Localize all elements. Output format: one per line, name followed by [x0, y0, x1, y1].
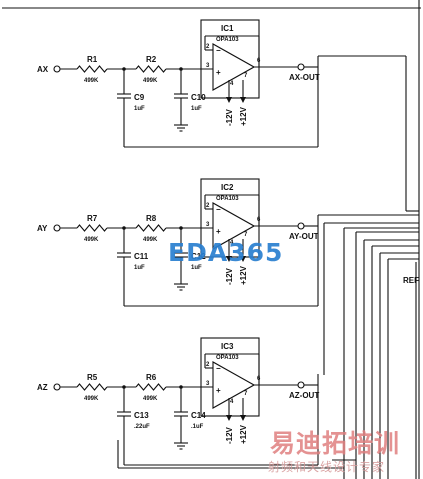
capacitor-1-label: C9 — [134, 93, 145, 102]
resistor-1-label: R5 — [87, 373, 98, 382]
capacitor-1-label: C11 — [134, 252, 149, 261]
plus-sign: + — [216, 227, 221, 236]
output-label: AZ-OUT — [289, 391, 319, 400]
pin-v1: 4 — [230, 81, 234, 87]
resistor-1-value: 499K — [84, 78, 99, 84]
resistor-1 — [76, 224, 108, 232]
resistor-2-value: 499K — [143, 78, 158, 84]
opamp-triangle — [212, 43, 256, 91]
resistor-2 — [135, 224, 167, 232]
resistor-2 — [135, 383, 167, 391]
supply-positive-label: +12V — [239, 424, 248, 444]
pin-v1: 4 — [230, 399, 234, 405]
supply-negative-arrow — [226, 415, 232, 421]
capacitor-2-value: 1uF — [191, 106, 202, 112]
input-terminal — [53, 383, 61, 391]
resistor-1-value: 499K — [84, 396, 99, 402]
supply-negative-arrow — [226, 97, 232, 103]
ic-label: IC3 — [221, 342, 234, 351]
supply-negative-label: -12V — [225, 108, 234, 126]
resistor-2-label: R6 — [146, 373, 157, 382]
resistor-2-value: 499K — [143, 237, 158, 243]
output-label: AX-OUT — [289, 73, 320, 82]
opamp-triangle — [212, 361, 256, 409]
eda365-watermark: EDA365 — [168, 238, 284, 267]
minus-sign: − — [216, 46, 221, 55]
capacitor-2-value: 1uF — [191, 265, 202, 271]
minus-sign: − — [216, 364, 221, 373]
output-terminal — [297, 63, 305, 71]
output-terminal — [297, 381, 305, 389]
input-label: AX — [37, 65, 49, 74]
training-watermark-subtitle: 射频和天线设计专家 — [268, 460, 386, 474]
resistor-1-value: 499K — [84, 237, 99, 243]
pin-plus: 3 — [206, 381, 210, 387]
opamp-triangle — [212, 202, 256, 250]
resistor-2-label: R8 — [146, 214, 157, 223]
supply-positive-label: +12V — [239, 265, 248, 285]
supply-negative-label: -12V — [225, 267, 234, 285]
output-label: AY-OUT — [289, 232, 319, 241]
supply-positive-label: +12V — [239, 106, 248, 126]
capacitor-1-value: .22uF — [134, 424, 150, 430]
resistor-1-label: R1 — [87, 55, 98, 64]
capacitor-2-label: C14 — [191, 411, 206, 420]
capacitor-1-value: 1uF — [134, 106, 145, 112]
minus-sign: − — [216, 205, 221, 214]
filter-channel-1: AXR1499KR2499KC91uFC101uFIC1OPA103−+2364… — [37, 19, 320, 148]
resistor-2 — [135, 65, 167, 73]
supply-positive-arrow — [240, 97, 246, 103]
ic-part-number: OPA103 — [216, 196, 239, 202]
junction-dot — [122, 226, 126, 230]
ic-label: IC2 — [221, 183, 234, 192]
resistor-1-label: R7 — [87, 214, 98, 223]
resistor-2-label: R2 — [146, 55, 157, 64]
output-terminal — [297, 222, 305, 230]
pin-plus: 3 — [206, 222, 210, 228]
filter-channel-2: AYR7499KR8499KC111uFC121uFIC2OPA103−+236… — [37, 178, 319, 307]
output-bus-wiring — [117, 55, 419, 479]
supply-negative-arrow — [226, 256, 232, 262]
pin-v2: 7 — [244, 73, 248, 79]
resistor-1 — [76, 383, 108, 391]
junction-dot — [179, 226, 183, 230]
supply-positive-arrow — [240, 415, 246, 421]
supply-negative-label: -12V — [225, 426, 234, 444]
training-watermark: 易迪拓培训 — [270, 429, 401, 458]
capacitor-1-label: C13 — [134, 411, 149, 420]
input-label: AZ — [37, 383, 48, 392]
resistor-2-value: 499K — [143, 396, 158, 402]
input-terminal — [53, 224, 61, 232]
resistor-1 — [76, 65, 108, 73]
ref-label: REF — [403, 276, 419, 285]
ic-label: IC1 — [221, 24, 234, 33]
capacitor-2-label: C12 — [191, 252, 206, 261]
capacitor-2-label: C10 — [191, 93, 206, 102]
input-label: AY — [37, 224, 48, 233]
plus-sign: + — [216, 386, 221, 395]
capacitor-2-value: .1uF — [191, 424, 204, 430]
pin-minus: 2 — [206, 44, 210, 50]
pin-v1: 4 — [230, 240, 234, 246]
plus-sign: + — [216, 68, 221, 77]
pin-minus: 2 — [206, 362, 210, 368]
capacitor-1-value: 1uF — [134, 265, 145, 271]
ic-part-number: OPA103 — [216, 37, 239, 43]
supply-positive-arrow — [240, 256, 246, 262]
pin-plus: 3 — [206, 63, 210, 69]
input-terminal — [53, 65, 61, 73]
pin-minus: 2 — [206, 203, 210, 209]
pin-v2: 7 — [244, 232, 248, 238]
ic-part-number: OPA103 — [216, 355, 239, 361]
pin-v2: 7 — [244, 391, 248, 397]
